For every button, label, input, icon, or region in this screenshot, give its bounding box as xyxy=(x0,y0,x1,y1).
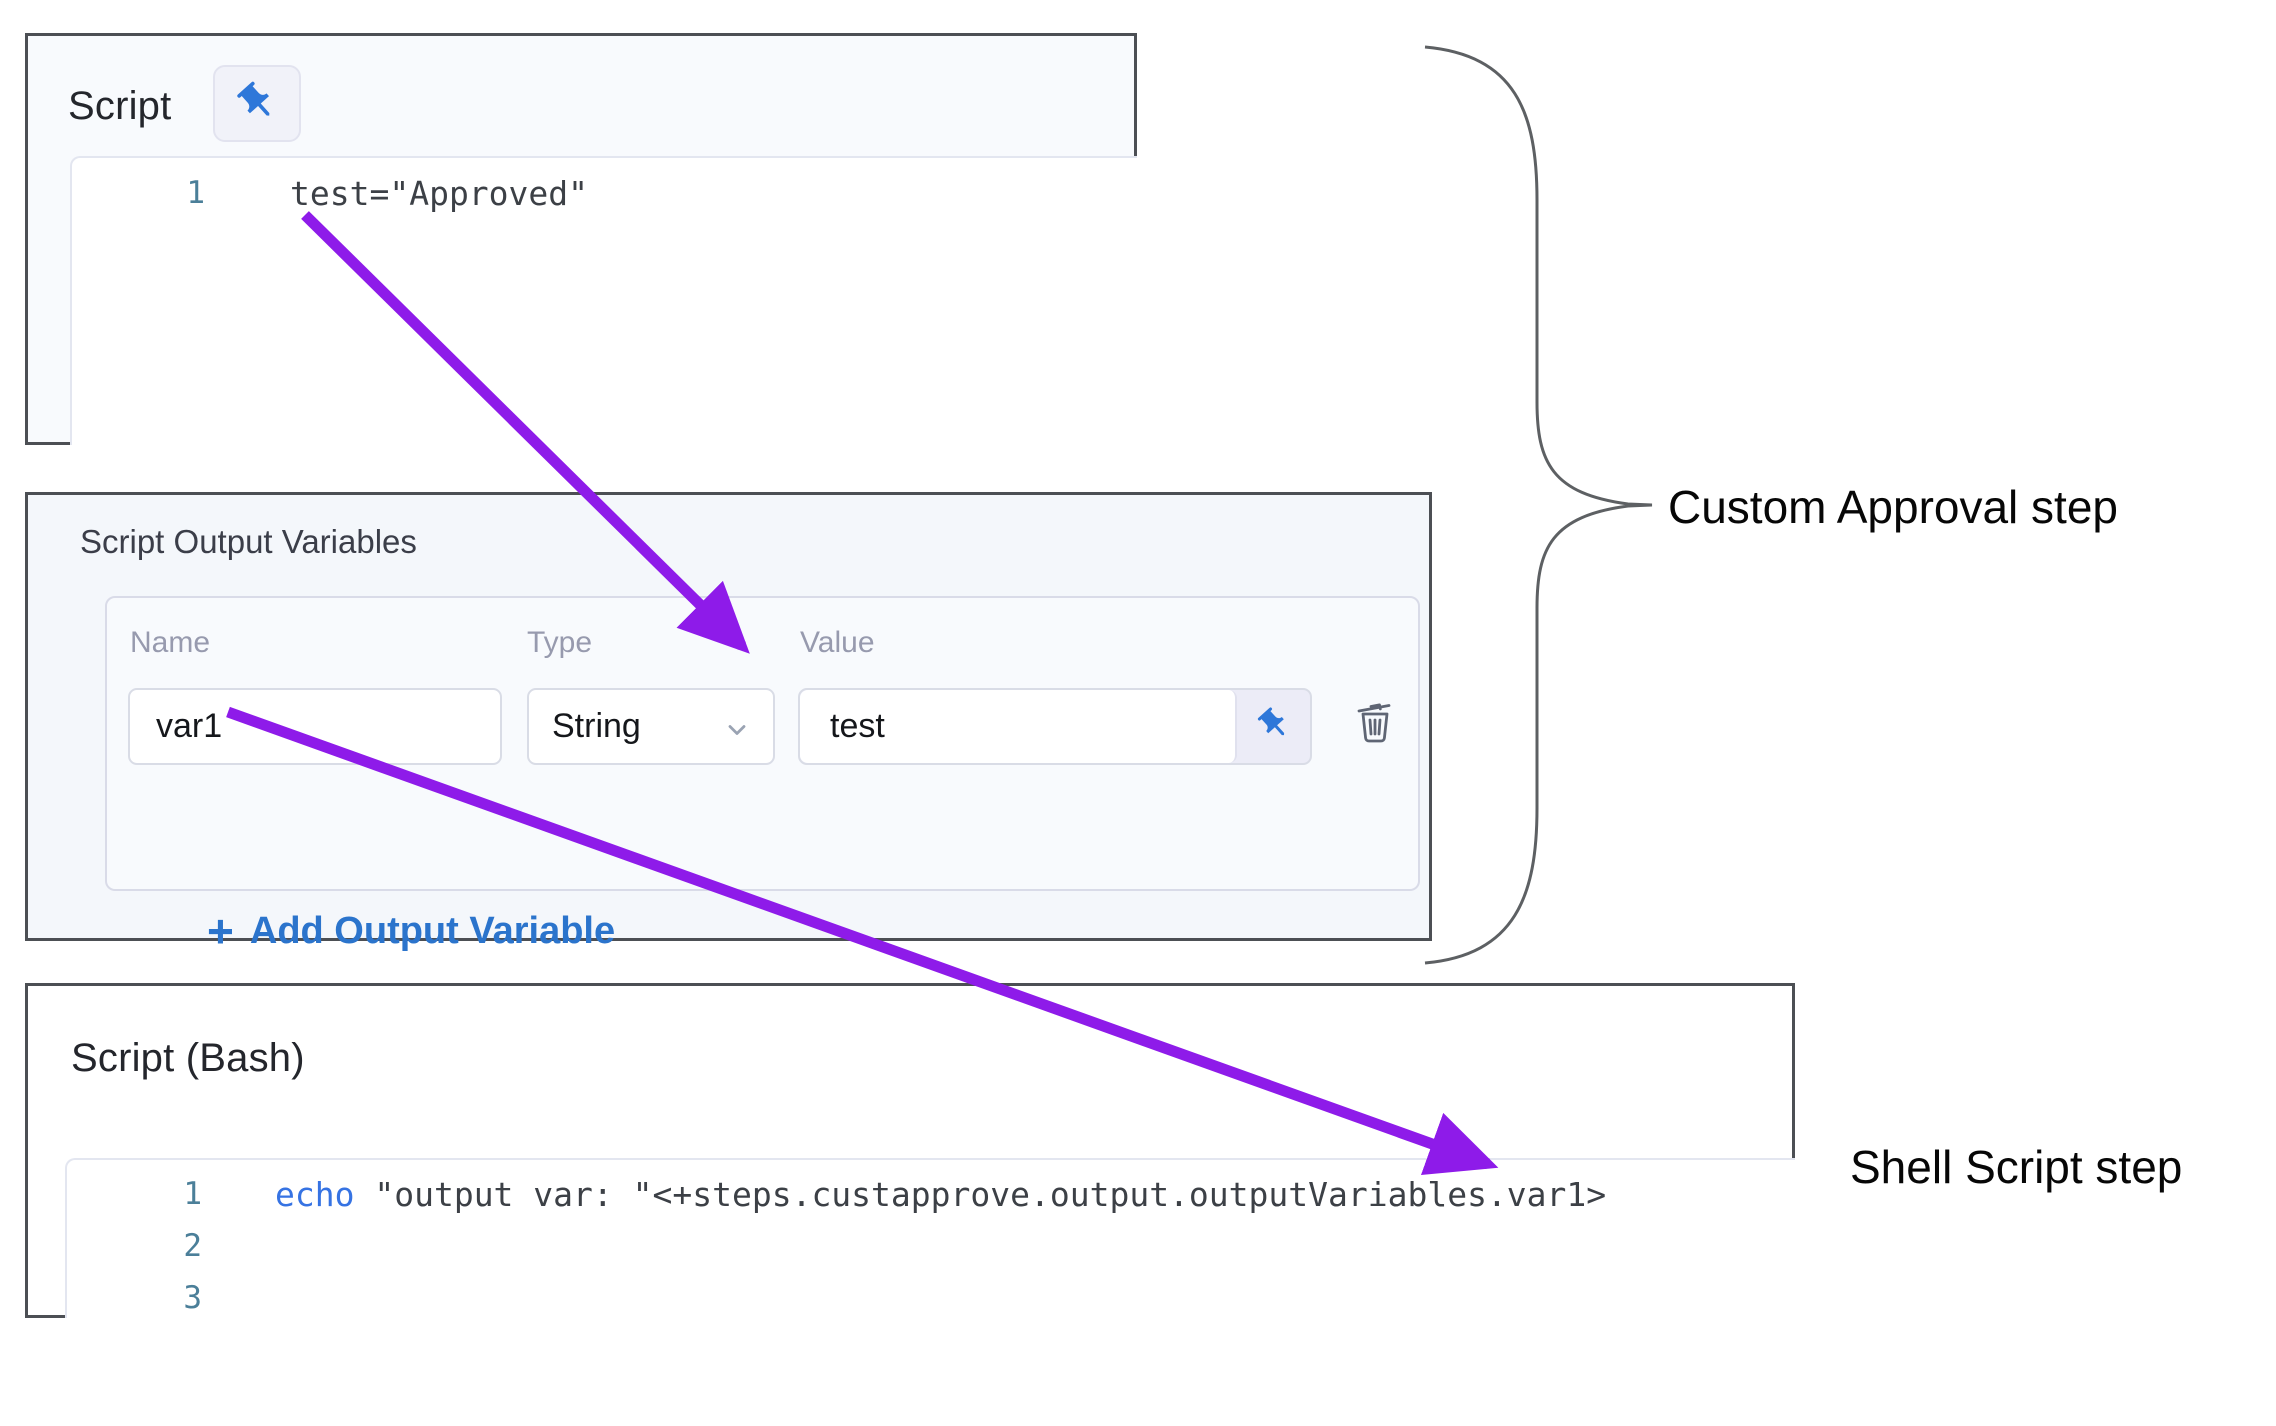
variable-value-input-group: test xyxy=(798,688,1312,765)
variable-value-input[interactable]: test xyxy=(800,690,1237,763)
script-panel-title: Script xyxy=(68,84,172,128)
approval-script-code-editor[interactable]: 1 test="Approved" xyxy=(70,156,1137,445)
line-number: 3 xyxy=(183,1280,202,1316)
chevron-down-icon xyxy=(723,714,751,753)
line-number: 1 xyxy=(186,175,205,211)
variables-section-title: Script Output Variables xyxy=(80,523,417,560)
output-variable-row-container: Name Type Value String test xyxy=(105,596,1420,954)
pushpin-icon xyxy=(235,80,279,127)
code-line: test="Approved" xyxy=(290,173,589,213)
shell-script-step-annotation: Shell Script step xyxy=(1850,1141,2183,1193)
variable-name-input[interactable] xyxy=(128,688,502,765)
shell-script-panel-title: Script (Bash) xyxy=(71,1036,305,1080)
bash-keyword: echo xyxy=(275,1174,355,1214)
name-column-label: Name xyxy=(130,626,211,659)
pin-toggle-button[interactable] xyxy=(213,65,301,142)
value-pin-button[interactable] xyxy=(1237,690,1310,763)
add-output-variable-button[interactable]: + Add Output Variable xyxy=(207,908,615,954)
plus-icon: + xyxy=(207,905,234,957)
pushpin-icon xyxy=(1256,706,1292,747)
selected-type-value: String xyxy=(552,707,641,745)
delete-variable-button[interactable] xyxy=(1349,694,1401,754)
custom-approval-step-annotation: Custom Approval step xyxy=(1668,481,2119,533)
variable-type-select[interactable]: String xyxy=(527,688,775,765)
trash-icon xyxy=(1351,696,1399,753)
type-column-label: Type xyxy=(527,626,593,659)
code-line: echo "output var: "<+steps.custapprove.o… xyxy=(202,1175,1606,1214)
add-output-variable-label: Add Output Variable xyxy=(249,909,616,952)
curly-brace xyxy=(1424,45,1653,965)
code-line-rest: "output var: "<+steps.custapprove.output… xyxy=(354,1174,1607,1214)
line-number: 2 xyxy=(183,1228,202,1264)
script-output-variables-panel: Script Output Variables Name Type Value … xyxy=(25,492,1432,954)
line-number: 1 xyxy=(183,1176,202,1212)
custom-approval-script-panel: Script 1 test="Approved" xyxy=(25,33,1137,445)
shell-script-code-editor[interactable]: 1 echo "output var: "<+steps.custapprove… xyxy=(65,1158,1795,1318)
shell-script-panel: Script (Bash) 1 echo "output var: "<+ste… xyxy=(25,983,1795,1318)
value-text: test xyxy=(830,707,885,745)
value-column-label: Value xyxy=(800,626,875,659)
